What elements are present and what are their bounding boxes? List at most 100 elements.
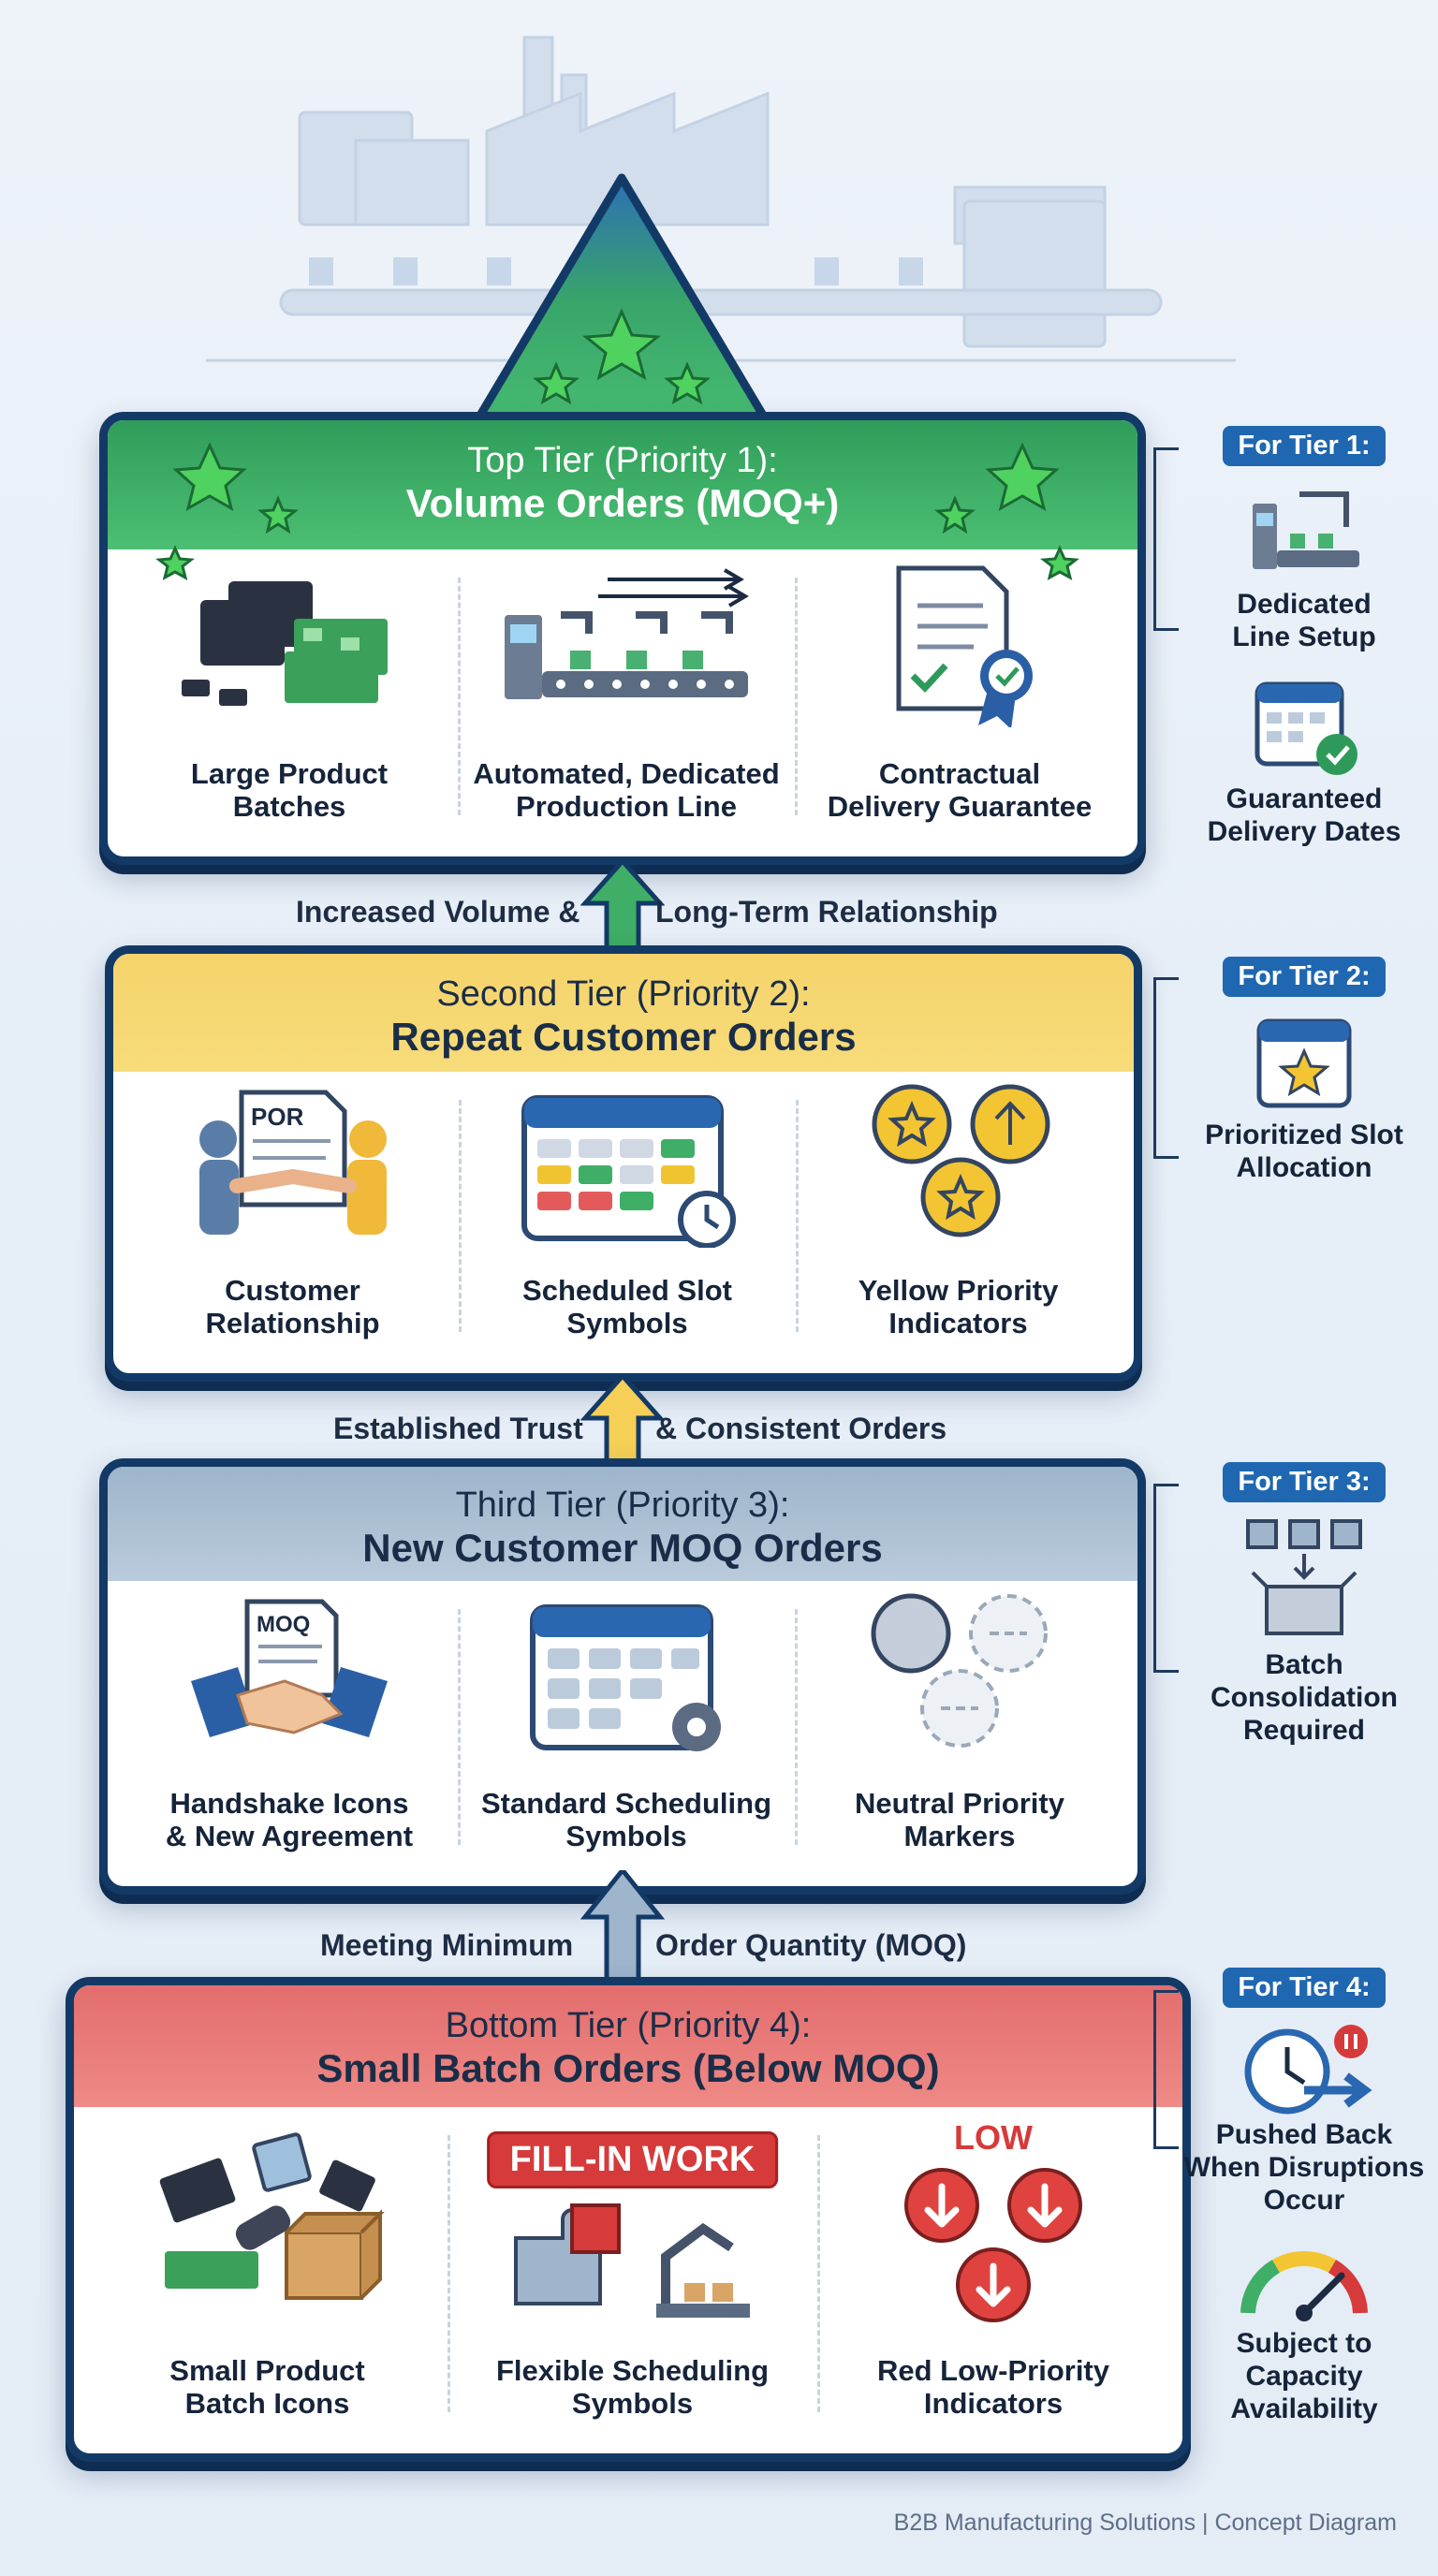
handshake-document-icon: POR [198, 1090, 387, 1235]
footer-caption: B2B Manufacturing Solutions | Concept Di… [893, 2510, 1397, 2536]
tier-4-item-1-label: Small Product Batch Icons [169, 2354, 365, 2420]
divider [796, 1100, 799, 1332]
side-tier-3: For Tier 3: Batch Consolidation Required [1178, 1462, 1431, 1747]
tier-3-item-3: Neutral Priority Markers [795, 1581, 1124, 1873]
tier-1-subtitle: Volume Orders (MOQ+) [405, 481, 840, 525]
tier-2-item-1: POR Customer Relationship [126, 1072, 459, 1360]
side-bracket-4 [1153, 1990, 1179, 2149]
stars-decoration [155, 308, 1079, 580]
tier-4-body: Small Product Batch Icons FILL-IN WORK F… [87, 2107, 1169, 2440]
low-label: LOW [954, 2118, 1033, 2157]
tier-1-item-1-label: Large Product Batches [190, 757, 389, 823]
side-bracket-2 [1153, 977, 1179, 1159]
side-tier-3-tag: For Tier 3: [1223, 1462, 1386, 1502]
batch-consolidation-icon [1246, 1519, 1362, 1635]
side-tier-2-tag: For Tier 2: [1223, 957, 1386, 997]
neutral-priority-markers-icon [871, 1593, 1048, 1748]
tier-1-title: Top Tier (Priority 1): [467, 441, 778, 480]
small-batch-icons [159, 2132, 385, 2300]
side-tier-4-item-1: Pushed Back When Disruptions Occur [1183, 2119, 1425, 2216]
calendar-star-icon [1256, 1018, 1352, 1108]
standard-calendar-gear-icon [530, 1604, 721, 1751]
side-tier-4-tag: For Tier 4: [1223, 1968, 1386, 2008]
side-bracket-1 [1153, 447, 1179, 631]
connector-3-left: Meeting Minimum [320, 1928, 574, 1962]
divider [795, 578, 798, 815]
tier-4-subtitle: Small Batch Orders (Below MOQ) [316, 2046, 940, 2090]
tier-4-item-3-label: Red Low-Priority Indicators [876, 2354, 1109, 2420]
divider [459, 1100, 462, 1332]
side-tier-3-item-1: Batch Consolidation Required [1211, 1649, 1398, 1746]
tier-4-item-1: Small Product Batch Icons [87, 2107, 448, 2440]
side-tier-1-tag: For Tier 1: [1223, 426, 1386, 466]
tier-2-item-1-label: Customer Relationship [205, 1274, 380, 1339]
tier-1-item-3: Contractual Delivery Guarantee [795, 549, 1124, 843]
connector-2-left: Established Trust [333, 1412, 583, 1445]
tier-2-item-3: Yellow Priority Indicators [796, 1072, 1121, 1360]
calendar-check-icon [1255, 681, 1357, 775]
divider [458, 1609, 461, 1845]
clock-pushback-icon [1244, 2025, 1372, 2115]
connector-arrow-3 [580, 1870, 665, 1992]
tier-4-item-2-label: Flexible Scheduling Symbols [495, 2354, 770, 2420]
side-tier-1-item-2: Guaranteed Delivery Dates [1207, 783, 1401, 847]
tier-3-body: MOQ Handshake Icons & New Agreement Stan… [121, 1581, 1124, 1873]
red-low-priority-icon [904, 2168, 1082, 2322]
tier-3-panel: Third Tier (Priority 3): New Customer MO… [99, 1458, 1146, 1895]
handshake-agreement-icon: MOQ [191, 1599, 388, 1737]
side-tier-1: For Tier 1: Dedicated Line Setup Guarant… [1178, 426, 1431, 848]
divider [458, 578, 461, 815]
fill-in-work-badge: FILL-IN WORK [486, 2131, 779, 2188]
tier-4-header: Bottom Tier (Priority 4): Small Batch Or… [74, 1985, 1182, 2107]
side-tier-2-item-1: Prioritized Slot Allocation [1205, 1120, 1403, 1183]
tier-4-item-2: FILL-IN WORK Flexible Scheduling Symbols [448, 2107, 817, 2440]
tier-4-panel: Bottom Tier (Priority 4): Small Batch Or… [66, 1977, 1191, 2462]
connector-2-right: & Consistent Orders [655, 1412, 947, 1445]
tier-3-item-1: MOQ Handshake Icons & New Agreement [121, 1581, 458, 1873]
tier-1-item-1: Large Product Batches [121, 549, 458, 843]
tier-3-item-2-label: Standard Scheduling Symbols [480, 1787, 772, 1852]
side-tier-4: For Tier 4: Pushed Back When Disruptions… [1178, 1968, 1431, 2425]
tier-2-title: Second Tier (Priority 2): [436, 974, 811, 1014]
yellow-priority-icon [872, 1084, 1049, 1237]
connector-3-right: Order Quantity (MOQ) [655, 1928, 967, 1962]
divider [795, 1609, 798, 1845]
connector-arrow-2 [580, 1376, 665, 1470]
side-bracket-3 [1153, 1484, 1179, 1673]
tier-4-item-3: LOW Red Low-Priority Indicators [817, 2107, 1169, 2440]
tier-2-panel: Second Tier (Priority 2): Repeat Custome… [105, 945, 1142, 1382]
tier-1-item-3-label: Contractual Delivery Guarantee [827, 757, 1093, 823]
tier-2-subtitle: Repeat Customer Orders [390, 1015, 857, 1059]
tier-3-subtitle: New Customer MOQ Orders [362, 1526, 883, 1570]
chip-batch-icon [182, 581, 388, 706]
connector-1-left: Increased Volume & [296, 895, 580, 929]
side-tier-4-item-2: Subject to Capacity Availability [1230, 2328, 1378, 2424]
tier-3-title: Third Tier (Priority 3): [455, 1486, 790, 1525]
tier-1-body: Large Product Batches Automated, Dedicat… [121, 549, 1124, 843]
calendar-slots-icon [521, 1095, 736, 1248]
production-line-icon [505, 568, 749, 699]
tier-1-item-2: Automated, Dedicated Production Line [458, 549, 795, 843]
divider [448, 2135, 450, 2412]
tier-3-item-1-label: Handshake Icons & New Agreement [165, 1787, 414, 1852]
moq-badge: MOQ [257, 1612, 310, 1637]
tier-3-header: Third Tier (Priority 3): New Customer MO… [108, 1467, 1137, 1581]
tier-2-body: POR Customer Relationship [126, 1072, 1121, 1360]
tier-1-item-2-label: Automated, Dedicated Production Line [473, 757, 780, 823]
tier-4-title: Bottom Tier (Priority 4): [445, 2006, 812, 2045]
capacity-gauge-icon [1240, 2250, 1368, 2321]
tier-3-item-3-label: Neutral Priority Markers [855, 1787, 1064, 1852]
side-tier-1-item-1: Dedicated Line Setup [1232, 589, 1376, 652]
tier-2-header: Second Tier (Priority 2): Repeat Custome… [113, 954, 1134, 1072]
tier-2-item-2-label: Scheduled Slot Symbols [522, 1274, 732, 1339]
divider [817, 2135, 820, 2412]
puzzle-robot-icon [513, 2203, 750, 2318]
connector-arrow-1 [580, 861, 665, 955]
connector-1-right: Long-Term Relationship [655, 895, 998, 929]
tier-2-item-3-label: Yellow Priority Indicators [858, 1274, 1059, 1339]
tier-2-item-2: Scheduled Slot Symbols [459, 1072, 796, 1360]
tier-3-item-2: Standard Scheduling Symbols [458, 1581, 795, 1873]
side-tier-2: For Tier 2: Prioritized Slot Allocation [1178, 957, 1431, 1184]
dedicated-line-icon [1253, 491, 1359, 569]
contract-certificate-icon [896, 565, 1033, 727]
